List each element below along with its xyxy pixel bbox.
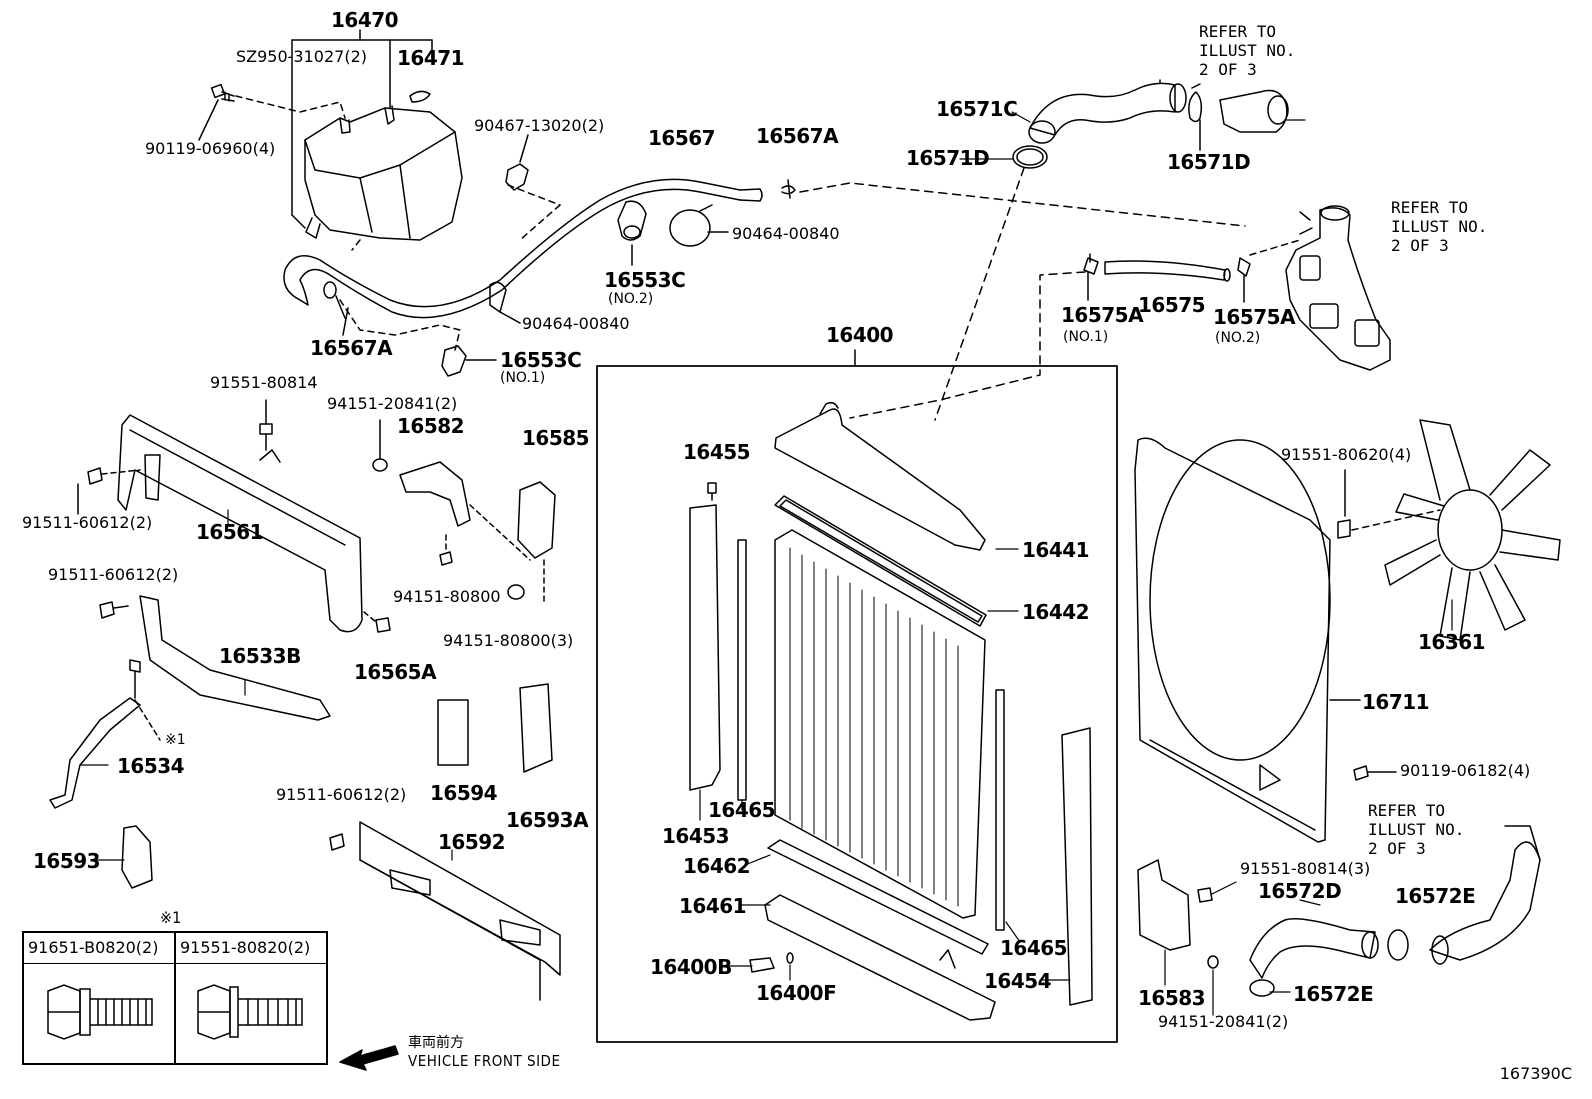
illustration-code: 167390C [1499, 1064, 1572, 1083]
table-col2: 91551-80820(2) [180, 938, 311, 957]
part-label-16455: 16455 [683, 440, 751, 464]
part-label-16471: 16471 [397, 46, 465, 70]
part-label-16553c-b-note: (NO.1) [500, 370, 546, 386]
part-label-16593: 16593 [33, 849, 101, 873]
part-label-16361: 16361 [1418, 630, 1486, 654]
part-label-16400f: 16400F [756, 981, 837, 1005]
part-label-16571c: 16571C [936, 97, 1018, 121]
part-label-16400: 16400 [826, 323, 894, 347]
part-label-16441: 16441 [1022, 538, 1090, 562]
vehicle-front-arrow [339, 1045, 399, 1071]
part-label-91511-c: 91511-60612(2) [276, 785, 407, 804]
part-label-16442: 16442 [1022, 600, 1090, 624]
part-label-16575a-right: 16575A [1213, 305, 1296, 329]
part-label-90464-b: 90464-00840 [522, 314, 630, 333]
part-label-16575a-right-note: (NO.2) [1215, 330, 1261, 346]
part-label-16534: 16534 [117, 754, 185, 778]
cooling-fan-16361 [1384, 419, 1561, 641]
part-label-16575a-left-note: (NO.1) [1063, 329, 1109, 345]
water-inlet-housing [1285, 205, 1391, 371]
part-label-91551-80814: 91551-80814 [210, 373, 318, 392]
panel-16592 [359, 821, 561, 976]
part-label-16711: 16711 [1362, 690, 1430, 714]
part-label-16461: 16461 [679, 894, 747, 918]
fastener-table: 91651-B0820(2) 91551-80820(2) [22, 931, 328, 1065]
vehicle-front-label-en: VEHICLE FRONT SIDE [408, 1052, 561, 1070]
clip-16567a-top [781, 179, 796, 199]
part-label-90119-06182: 90119-06182(4) [1400, 761, 1531, 780]
core-fins [789, 547, 959, 907]
part-label-16567: 16567 [648, 126, 716, 150]
part-label-16400b: 16400B [650, 955, 732, 979]
part-label-16572d: 16572D [1258, 879, 1342, 903]
part-label-91551-80620: 91551-80620(4) [1281, 445, 1412, 464]
part-label-90464-a: 90464-00840 [732, 224, 840, 243]
part-label-16470: 16470 [331, 8, 399, 32]
leader-lines [79, 111, 1453, 1016]
part-label-16465-right: 16465 [1000, 936, 1068, 960]
part-label-90467: 90467-13020(2) [474, 116, 605, 135]
table-mark: ※1 [160, 908, 182, 927]
part-label-16462: 16462 [683, 854, 751, 878]
part-label-16454: 16454 [984, 969, 1052, 993]
hose-16575 [1104, 260, 1226, 281]
reserve-tank [304, 105, 463, 241]
refer-note-2: REFER TO ILLUST NO. 2 OF 3 [1391, 198, 1488, 255]
part-label-16592: 16592 [438, 830, 506, 854]
part-label-94151-20841-top: 94151-20841(2) [327, 394, 458, 413]
hose-16567 [283, 178, 741, 319]
table-divider [174, 933, 176, 1063]
support-16561 [117, 414, 363, 633]
part-label-16561: 16561 [196, 520, 264, 544]
part-label-16571d-right: 16571D [1167, 150, 1251, 174]
part-label-16567a-bottom: 16567A [310, 336, 393, 360]
radiator-assembly-box [596, 365, 1118, 1043]
part-label-16453: 16453 [662, 824, 730, 848]
part-label-16567a-top: 16567A [756, 124, 839, 148]
note-mark-1: ※1 [165, 732, 186, 748]
cap-16471 [409, 90, 431, 103]
part-label-16594: 16594 [430, 781, 498, 805]
part-label-16572e-right: 16572E [1395, 884, 1476, 908]
upper-hose-16571c [1029, 82, 1176, 136]
part-label-16575: 16575 [1138, 293, 1206, 317]
part-label-16572e-bottom: 16572E [1293, 982, 1374, 1006]
bolt-90119-06960 [198, 83, 235, 141]
part-label-16583: 16583 [1138, 986, 1206, 1010]
fan-shroud-16711 [1134, 437, 1331, 843]
part-label-16553c: 16553C [604, 268, 686, 292]
part-label-94151-20841-bottom: 94151-20841(2) [1158, 1012, 1289, 1031]
part-label-sz950: SZ950-31027(2) [236, 47, 367, 66]
part-label-91511-a: 91511-60612(2) [22, 513, 153, 532]
part-label-90119-06960: 90119-06960(4) [145, 139, 276, 158]
part-label-91511-b: 91511-60612(2) [48, 565, 179, 584]
vehicle-front-label-jp: 車両前方 [408, 1035, 464, 1051]
part-label-16465-left: 16465 [708, 798, 776, 822]
part-label-16565a: 16565A [354, 660, 437, 684]
lower-hose-16572d [1249, 918, 1376, 979]
part-label-16593a: 16593A [506, 808, 589, 832]
part-label-91551-80814-3: 91551-80814(3) [1240, 859, 1371, 878]
bolt-illustrations [47, 984, 303, 1040]
part-label-16553c-note: (NO.2) [608, 291, 654, 307]
part-label-16585: 16585 [522, 426, 590, 450]
part-label-16553c-b: 16553C [500, 348, 582, 372]
bracket-16470 [291, 29, 433, 229]
part-label-16571d-left: 16571D [906, 146, 990, 170]
part-label-16575a-left: 16575A [1061, 303, 1144, 327]
part-label-94151-80800-3: 94151-80800(3) [443, 631, 574, 650]
refer-note-1: REFER TO ILLUST NO. 2 OF 3 [1199, 22, 1296, 79]
radiator-core [774, 529, 986, 919]
part-label-16533b: 16533B [219, 644, 301, 668]
table-col1: 91651-B0820(2) [28, 938, 159, 957]
part-label-94151-80800: 94151-80800 [393, 587, 501, 606]
refer-note-3: REFER TO ILLUST NO. 2 OF 3 [1368, 801, 1465, 858]
part-label-16582: 16582 [397, 414, 465, 438]
